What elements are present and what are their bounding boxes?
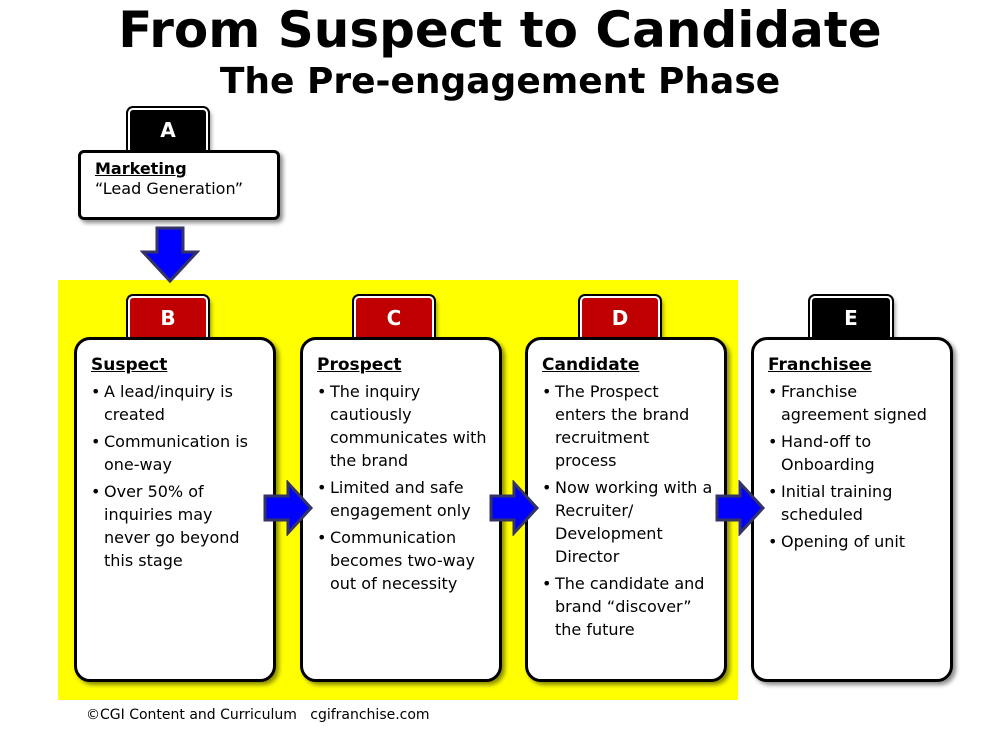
prospect-bullets: The inquiry cautiously communicates with… [317,380,489,595]
page-subtitle: The Pre-engagement Phase [219,61,781,102]
bullet-item: The candidate and brand “discover” the f… [542,572,714,641]
right-arrow-icon [715,480,766,536]
tab-b-label: B [160,306,176,330]
franchisee-box: Franchisee Franchise agreement signed Ha… [751,337,953,682]
candidate-box: Candidate The Prospect enters the brand … [525,337,727,682]
down-arrow-icon [140,226,200,284]
candidate-bullets: The Prospect enters the brand recruitmen… [542,380,714,641]
tab-d-label: D [611,306,629,330]
tab-a-label: A [160,118,176,142]
candidate-heading: Candidate [542,355,640,375]
tab-c-label: C [386,306,402,330]
tab-e: E [810,296,892,338]
page-title: From Suspect to Candidate [118,1,882,59]
bullet-item: Opening of unit [768,530,940,553]
bullet-item: Over 50% of inquiries may never go beyon… [91,480,263,572]
footer-credit: ©CGI Content and Curriculum cgifranchise… [86,707,430,723]
bullet-item: Communication becomes two-way out of nec… [317,526,489,595]
bullet-item: The inquiry cautiously communicates with… [317,380,489,472]
tab-b: B [128,296,208,338]
right-arrow-icon [263,480,314,536]
prospect-heading: Prospect [317,355,402,375]
bullet-item: Franchise agreement signed [768,380,940,426]
bullet-item: The Prospect enters the brand recruitmen… [542,380,714,472]
bullet-item: Communication is one-way [91,430,263,476]
marketing-heading: Marketing [95,159,187,178]
marketing-subtext: “Lead Generation” [95,179,243,198]
bullet-item: A lead/inquiry is created [91,380,263,426]
bullet-item: Limited and safe engagement only [317,476,489,522]
tab-a: A [128,108,208,150]
suspect-bullets: A lead/inquiry is created Communication … [91,380,263,572]
tab-e-label: E [844,306,858,330]
tab-c: C [354,296,434,338]
suspect-heading: Suspect [91,355,168,375]
right-arrow-icon [489,480,540,536]
prospect-box: Prospect The inquiry cautiously communic… [300,337,502,682]
marketing-box: Marketing “Lead Generation” [78,150,280,220]
franchisee-heading: Franchisee [768,355,872,375]
suspect-box: Suspect A lead/inquiry is created Commun… [74,337,276,682]
franchisee-bullets: Franchise agreement signed Hand-off to O… [768,380,940,553]
tab-d: D [580,296,660,338]
bullet-item: Initial training scheduled [768,480,940,526]
bullet-item: Hand-off to Onboarding [768,430,940,476]
bullet-item: Now working with a Recruiter/ Developmen… [542,476,714,568]
